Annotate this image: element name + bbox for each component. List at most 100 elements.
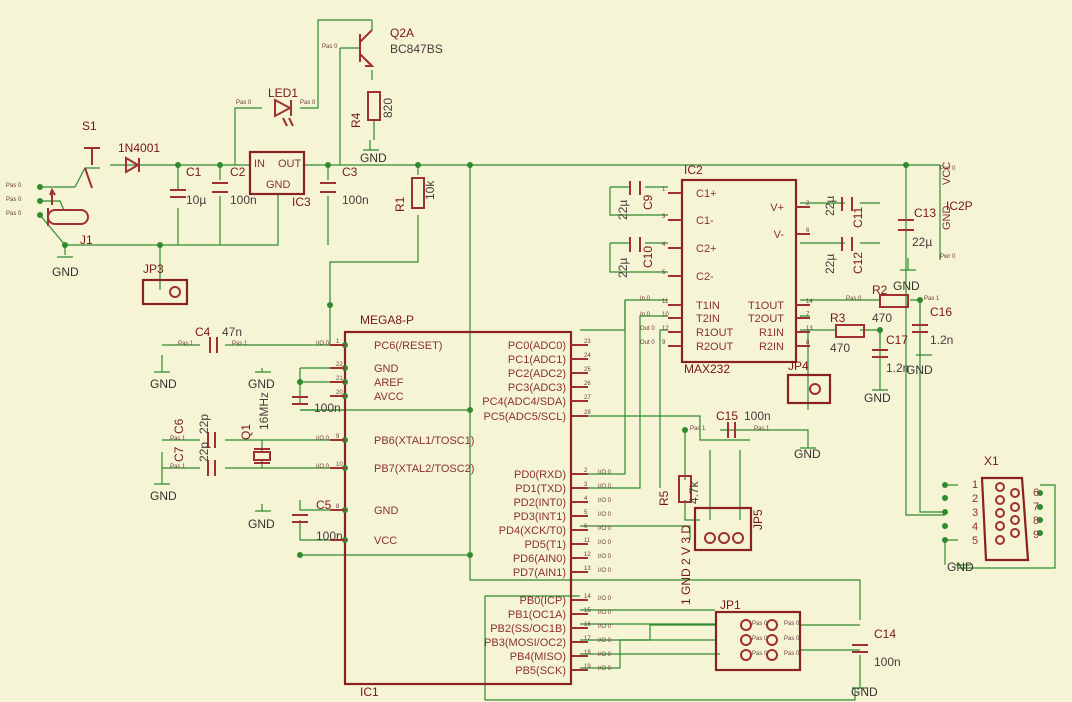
pin-dots <box>37 184 1043 543</box>
mega8-pin-number: 7 <box>336 534 340 540</box>
part-label-r3v: 470 <box>830 341 850 355</box>
header-jp1-pins <box>740 619 778 661</box>
gnd-label-c17: GND <box>864 391 891 405</box>
max232-pin-name: R2IN <box>759 341 784 353</box>
mega8-pin-number: 10 <box>336 462 343 468</box>
gnd-text-labels: GND GND GND GND GND GND GND GND GND GND … <box>52 151 974 699</box>
max232-pin-number: 3 <box>662 214 666 220</box>
resistor-r2[interactable] <box>879 294 909 308</box>
svg-text:I/O 0: I/O 0 <box>316 464 330 470</box>
junctions <box>62 162 923 558</box>
mega8-pin-number: 11 <box>584 538 591 544</box>
mega8-pin-number: 28 <box>584 410 591 416</box>
part-label-ic3: IC3 <box>292 195 311 209</box>
gnd-label-x1: GND <box>947 560 974 574</box>
db9-pin-numbers: 12 34 5 67 89 <box>972 479 1039 547</box>
max232-pin-name: T2OUT <box>748 313 784 325</box>
svg-text:Pas 0: Pas 0 <box>6 197 22 203</box>
max232-pin-name: C2+ <box>696 243 717 255</box>
max232-pin-number: 14 <box>806 299 813 305</box>
svg-text:1: 1 <box>972 479 978 491</box>
mega8-right-pin-labels: 23PC0(ADC0)24PC1(ADC1)25PC2(ADC2)26PC3(A… <box>482 339 591 677</box>
crystal-q1-symbol[interactable] <box>253 448 271 464</box>
part-label-1n4001: 1N4001 <box>118 141 160 155</box>
part-label-jp3: JP3 <box>143 262 164 276</box>
mega8-pin-number: 4 <box>584 496 588 502</box>
jumper-jp4[interactable] <box>786 373 832 405</box>
max232-pin-name: C2- <box>696 271 714 283</box>
svg-text:Pas 0: Pas 0 <box>6 211 22 217</box>
part-label-c5v: 100n <box>316 529 343 543</box>
max232-pin-name: R2OUT <box>696 341 734 353</box>
part-label-c13v: 22µ <box>912 235 932 249</box>
mega8-pin-name: PB0(ICP) <box>520 595 566 607</box>
mega8-pin-number: 17 <box>584 636 591 642</box>
mega8-pin-number: 19 <box>584 664 591 670</box>
part-label-ic1: IC1 <box>360 685 379 699</box>
gnd-label-agnd: GND <box>248 377 275 391</box>
switch-s1-symbol[interactable] <box>84 147 100 189</box>
jumper-jp3[interactable] <box>141 278 189 306</box>
mega8-pin-name: PB7(XTAL2/TOSC2) <box>374 463 474 475</box>
svg-text:I/O 0: I/O 0 <box>598 540 612 546</box>
resistor-r4[interactable] <box>367 91 381 121</box>
part-label-x1: X1 <box>984 454 999 468</box>
mega8-pin-name: PC5(ADC5/SCL) <box>483 411 566 423</box>
mega8-pin-name: PD0(RXD) <box>514 469 566 481</box>
mega8-pin-number: 1 <box>336 339 340 345</box>
svg-text:5: 5 <box>972 535 978 547</box>
db9-connector-x1[interactable] <box>980 476 1030 562</box>
pin-type-tags: Pas 0 Pas 0 Pas 0 Pas 1 Pas 1 I/O 0 I/O … <box>6 44 956 672</box>
gnd-label-c16: GND <box>906 363 933 377</box>
part-label-mega8p: MEGA8-P <box>360 313 414 327</box>
header-jp5[interactable] <box>693 506 753 552</box>
resistor-r1[interactable] <box>411 177 425 209</box>
svg-text:I/O 0: I/O 0 <box>598 554 612 560</box>
ic3-regulator-body[interactable] <box>248 150 306 196</box>
max232-chip-body[interactable] <box>680 178 798 364</box>
mega8-pin-number: 18 <box>584 650 591 656</box>
mega8-pin-number: 21 <box>336 376 343 382</box>
part-label-c8v: 100n <box>314 401 341 415</box>
part-label-r2: R2 <box>872 283 888 297</box>
part-label-c1: C1 <box>186 165 202 179</box>
ic3-out-label: OUT <box>278 158 302 170</box>
svg-text:In 0: In 0 <box>640 312 651 318</box>
diode-1n4001-symbol[interactable] <box>125 156 140 174</box>
part-label-s1: S1 <box>82 119 97 133</box>
part-label-max232: MAX232 <box>684 362 730 376</box>
part-label-c14: C14 <box>874 627 896 641</box>
svg-text:Pwr 0: Pwr 0 <box>940 254 956 260</box>
capacitor-symbols <box>170 181 928 653</box>
svg-text:I/O 0: I/O 0 <box>598 652 612 658</box>
svg-text:Pas 1: Pas 1 <box>924 296 940 302</box>
part-label-led1: LED1 <box>268 86 298 100</box>
mega8-pin-name: GND <box>374 505 399 517</box>
wires <box>39 19 1056 701</box>
part-label-c3v: 100n <box>342 193 369 207</box>
part-label-r5: R5 <box>657 490 671 506</box>
transistor-q2a-symbol[interactable] <box>359 29 375 67</box>
part-label-c14v: 100n <box>874 655 901 669</box>
led1-symbol[interactable] <box>274 98 294 127</box>
resistor-r5[interactable] <box>678 475 692 503</box>
resistor-r3[interactable] <box>835 324 865 338</box>
part-label-c2v: 100n <box>230 193 257 207</box>
part-label-ic2p: IC2P <box>946 199 973 213</box>
gnd-label-xtal: GND <box>150 489 177 503</box>
part-label-c7v: 22p <box>197 442 211 462</box>
part-label-c5: C5 <box>316 498 332 512</box>
mega8-pin-name: PB5(SCK) <box>515 665 566 677</box>
svg-text:I/O 0: I/O 0 <box>598 610 612 616</box>
part-label-c11v: 22µ <box>823 196 837 216</box>
header-jp1[interactable] <box>714 610 802 672</box>
max232-pin-number: 6 <box>806 228 810 234</box>
svg-text:Pas 1: Pas 1 <box>754 426 770 432</box>
svg-text:I/O 0: I/O 0 <box>598 666 612 672</box>
dc-jack-j1-symbol[interactable] <box>47 187 89 226</box>
part-label-r1v: 10k <box>423 180 437 200</box>
